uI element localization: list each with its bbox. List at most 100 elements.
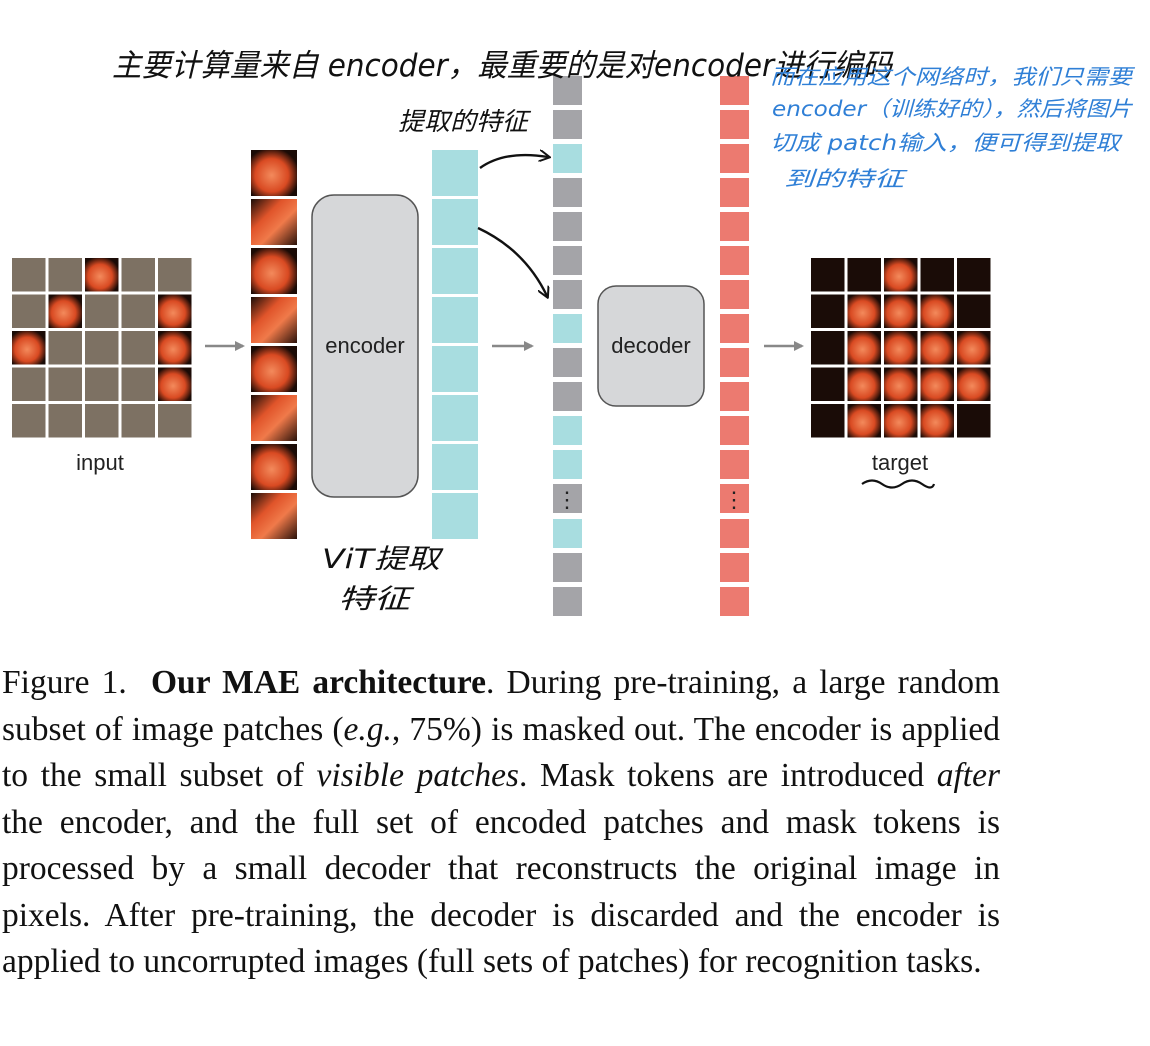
target-patch (847, 367, 881, 401)
input-visible-patch (158, 331, 192, 365)
target-patch (884, 404, 918, 438)
decoded-output-column (720, 76, 749, 616)
visible-patch (251, 297, 297, 343)
encoded-token (432, 297, 478, 343)
figure-number: Figure 1. (2, 664, 127, 701)
encoded-token (432, 346, 478, 392)
input-masked-patch (48, 331, 82, 365)
input-patch-grid (12, 258, 192, 438)
caption-eg: e.g. (343, 710, 392, 748)
mask-token (553, 178, 582, 207)
input-masked-patch (121, 258, 155, 292)
visible-patch (251, 395, 297, 441)
encoded-token (432, 493, 478, 539)
decoded-token (720, 280, 749, 309)
caption-text-4: the encoder, and the full set of encoded… (2, 803, 1000, 981)
decoded-token (720, 348, 749, 377)
input-masked-patch (48, 367, 82, 401)
encoded-token-column (432, 150, 478, 539)
mask-token (553, 382, 582, 411)
input-visible-patch (158, 367, 192, 401)
caption-text-3: . Mask tokens are introduced (518, 757, 937, 794)
target-patch (957, 294, 991, 328)
mae-architecture-diagram: input encoder ⋮ decoder ⋮ target 主要计算量来 (12, 48, 1135, 616)
input-visible-patch (12, 331, 46, 365)
caption-text-2: , 75%) is masked out. The encoder is app… (2, 710, 1000, 795)
input-masked-patch (121, 367, 155, 401)
decoded-token (720, 382, 749, 411)
target-patch (847, 294, 881, 328)
visible-token (553, 144, 582, 173)
caption-text-1: . During pre-training, a large random su… (2, 664, 1001, 748)
decoded-token (720, 553, 749, 582)
target-patch (957, 367, 991, 401)
target-patch (957, 404, 991, 438)
target-patch (920, 294, 954, 328)
input-masked-patch (48, 404, 82, 438)
figure-title: Our MAE architecture (151, 664, 487, 701)
blue-note-line3: 切成 patch输入，便可得到提取 (770, 131, 1124, 155)
decoded-token (720, 144, 749, 173)
encoded-token (432, 199, 478, 245)
input-label: input (76, 450, 124, 475)
feature-arrow-lower (477, 226, 547, 296)
visible-token (553, 519, 582, 548)
mask-token (553, 587, 582, 616)
mask-token (553, 212, 582, 241)
decoded-token (720, 110, 749, 139)
input-masked-patch (121, 331, 155, 365)
decoded-token (720, 212, 749, 241)
input-masked-patch (158, 258, 192, 292)
mask-token (553, 348, 582, 377)
decoded-token (720, 484, 749, 513)
full-token-column (553, 76, 582, 616)
visible-patch (251, 150, 297, 196)
target-patch (811, 331, 845, 365)
target-patch (884, 294, 918, 328)
decoded-token (720, 416, 749, 445)
target-patch (847, 331, 881, 365)
input-masked-patch (12, 258, 46, 292)
encoded-token (432, 395, 478, 441)
input-visible-patch (48, 294, 82, 328)
visible-token (553, 416, 582, 445)
target-patch (884, 258, 918, 292)
visible-patch (251, 493, 297, 539)
figure-caption: Figure 1. Our MAE architecture. During p… (2, 660, 1000, 986)
visible-patch (251, 248, 297, 294)
target-patch (957, 331, 991, 365)
encoder-label: encoder (325, 333, 405, 358)
input-visible-patch (85, 258, 119, 292)
target-patch (920, 258, 954, 292)
vit-note-line1: ViT提取 (322, 544, 444, 575)
encoded-token (432, 150, 478, 196)
top-handwritten-note: 主要计算量来自 encoder，最重要的是对encoder进行编码 (112, 48, 894, 84)
decoded-token (720, 178, 749, 207)
encoder-block (311, 194, 419, 498)
input-masked-patch (85, 331, 119, 365)
output-ellipsis: ⋮ (723, 487, 745, 512)
mask-token (553, 76, 582, 105)
target-patch (847, 258, 881, 292)
blue-note-line2: encoder（训练好的），然后将图片 (772, 97, 1134, 121)
vit-note-line2: 特征 (338, 584, 415, 615)
visible-token (553, 450, 582, 479)
target-patch (920, 331, 954, 365)
target-patch (811, 258, 845, 292)
visible-patch (251, 346, 297, 392)
decoder-block (597, 285, 705, 407)
target-label: target (872, 450, 928, 475)
input-masked-patch (12, 367, 46, 401)
input-masked-patch (12, 294, 46, 328)
decoded-token (720, 246, 749, 275)
blue-note-line1: 而在应用这个网络时，我们只需要 (770, 65, 1135, 89)
input-masked-patch (121, 294, 155, 328)
target-patch (884, 331, 918, 365)
visible-patch-column (251, 150, 297, 539)
encoded-token (432, 444, 478, 490)
caption-after: after (936, 757, 1001, 794)
mask-token (553, 110, 582, 139)
features-handwritten-note: 提取的特征 (398, 107, 532, 136)
mask-token (553, 484, 582, 513)
